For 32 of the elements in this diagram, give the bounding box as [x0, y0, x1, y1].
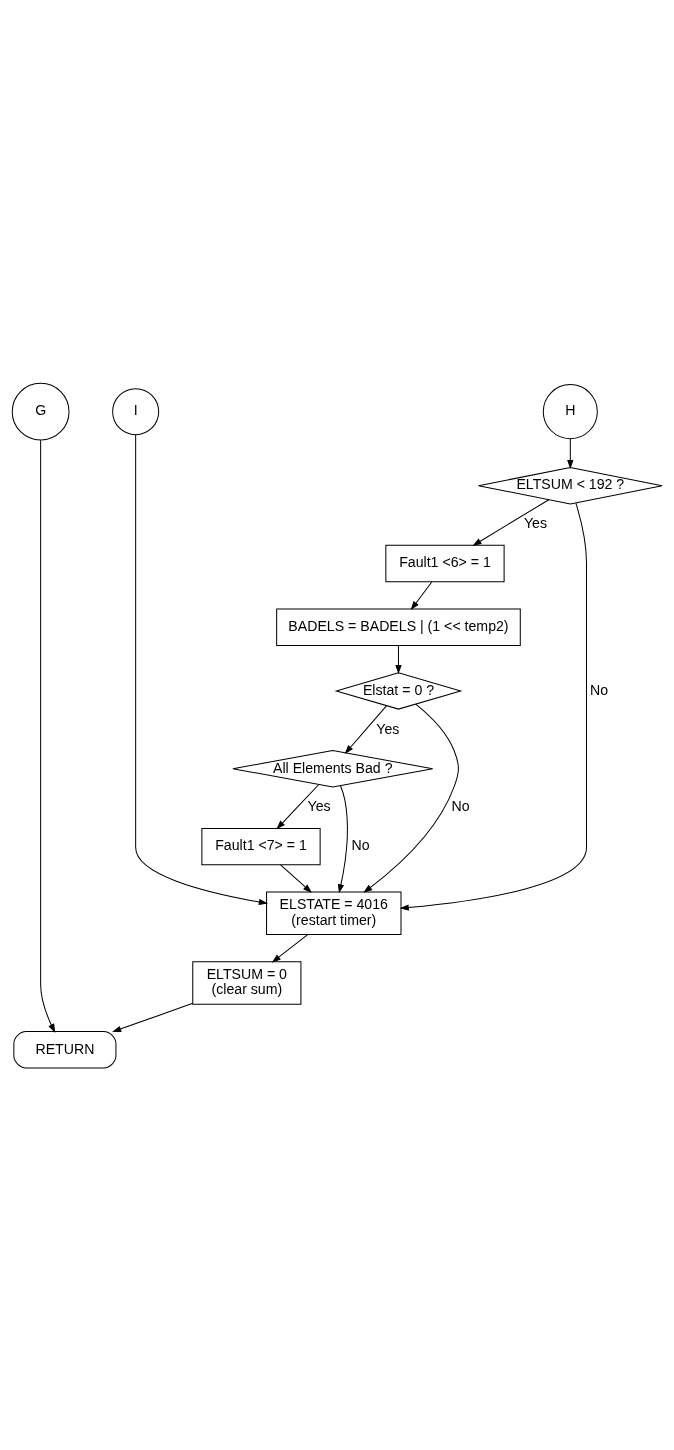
arrow	[363, 703, 459, 893]
edge-label: Yes	[307, 797, 331, 814]
node-box: ELSTATE = 4016 (restart timer)	[266, 891, 402, 935]
arrow	[135, 433, 268, 905]
arrow	[40, 439, 56, 1033]
arrow	[271, 933, 309, 963]
node-circle: G	[11, 382, 70, 440]
arrow	[395, 644, 402, 674]
arrow	[276, 783, 320, 829]
arrow	[567, 438, 574, 469]
edge-label: No	[590, 681, 609, 698]
edge-label: Yes	[376, 720, 400, 737]
edge-label: No	[351, 836, 370, 853]
node-circle: H	[542, 383, 598, 439]
node-box: Fault1 <6> = 1	[385, 544, 505, 582]
arrow	[472, 498, 550, 546]
node-box: ELTSUM = 0 (clear sum)	[192, 960, 302, 1005]
node-diamond: All Elements Bad ?	[232, 749, 434, 787]
arrow	[399, 502, 587, 911]
edge-label: No	[451, 797, 470, 814]
node-circle: I	[112, 387, 160, 435]
arrow	[344, 704, 387, 754]
arrow	[112, 1002, 194, 1032]
node-box: BADELS = BADELS | (1 << temp2)	[276, 608, 521, 646]
node-diamond: Elstat = 0 ?	[334, 671, 463, 710]
arrow	[337, 784, 348, 893]
arrow	[280, 863, 312, 893]
node-box: RETURN	[13, 1030, 117, 1068]
node-diamond: ELTSUM < 192 ?	[478, 466, 663, 504]
arrow	[410, 581, 433, 610]
node-box: Fault1 <7> = 1	[201, 827, 321, 865]
edge-label: Yes	[523, 514, 547, 531]
